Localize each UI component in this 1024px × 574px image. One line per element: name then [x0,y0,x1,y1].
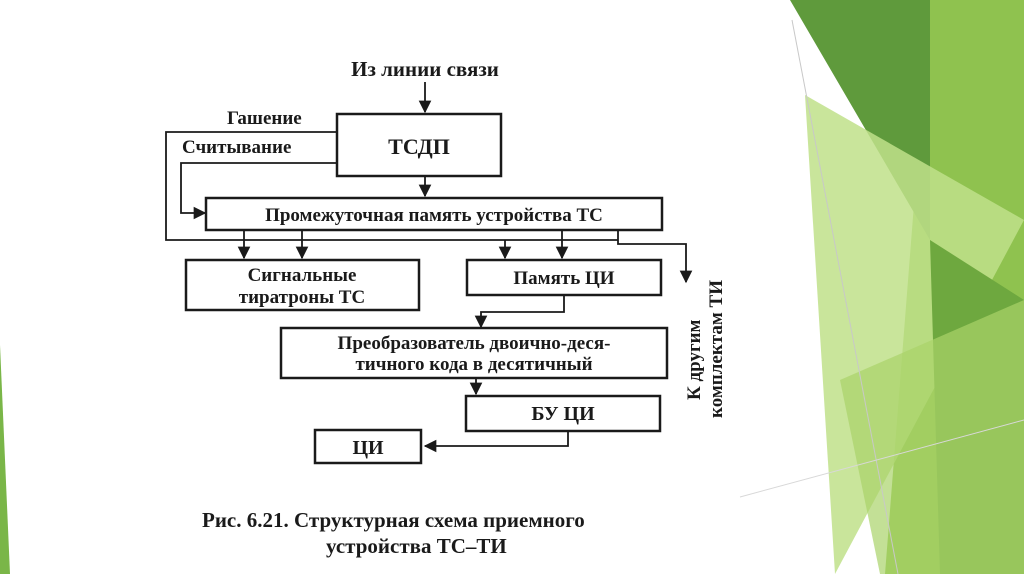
bu-ci-box [464,394,662,433]
caption-line2: устройства ТС–ТИ [326,534,507,558]
memory-to-converter-arrow [474,295,565,329]
left-green-triangle [0,345,10,574]
thin-decor-line-2 [739,419,1024,498]
pale-green-triangle [840,300,1024,574]
ci-box [313,428,423,465]
read-label: Считывание [182,137,291,158]
signal-thyratrons-box [184,258,421,312]
thin-decor-line [791,19,899,574]
converter-line2: тичного кода в десятичный [355,354,592,375]
bu-ci-label: БУ ЦИ [531,403,595,425]
tsdp-label: ТСДП [388,134,450,159]
quench-label: Гашение [227,108,302,129]
converter-box [279,326,669,380]
quench-line [165,131,618,241]
other-sets-label-group: К другим комплектам ТИ [684,280,727,418]
tsdp-box [335,112,503,178]
signal-thyratrons-line1: Сигнальные [248,265,357,286]
converter-line1: Преобразователь двоично-деся- [338,333,611,354]
other-sets-line2: комплектам ТИ [706,280,727,418]
to-other-sets-line [617,230,693,284]
ci-label: ЦИ [352,437,384,459]
memory-ci-label: Память ЦИ [513,268,614,289]
buffer-memory-label: Промежуточная память устройства ТС [265,205,603,226]
buffer-memory-box [204,196,664,232]
caption-line1: Рис. 6.21. Структурная схема приемного [202,508,585,532]
read-line [180,162,337,220]
input-label: Из линии связи [351,57,499,81]
signal-thyratrons-line2: тиратроны ТС [239,287,365,308]
bu-to-ci-arrow [423,431,569,453]
other-sets-line1: К другим [684,319,705,400]
